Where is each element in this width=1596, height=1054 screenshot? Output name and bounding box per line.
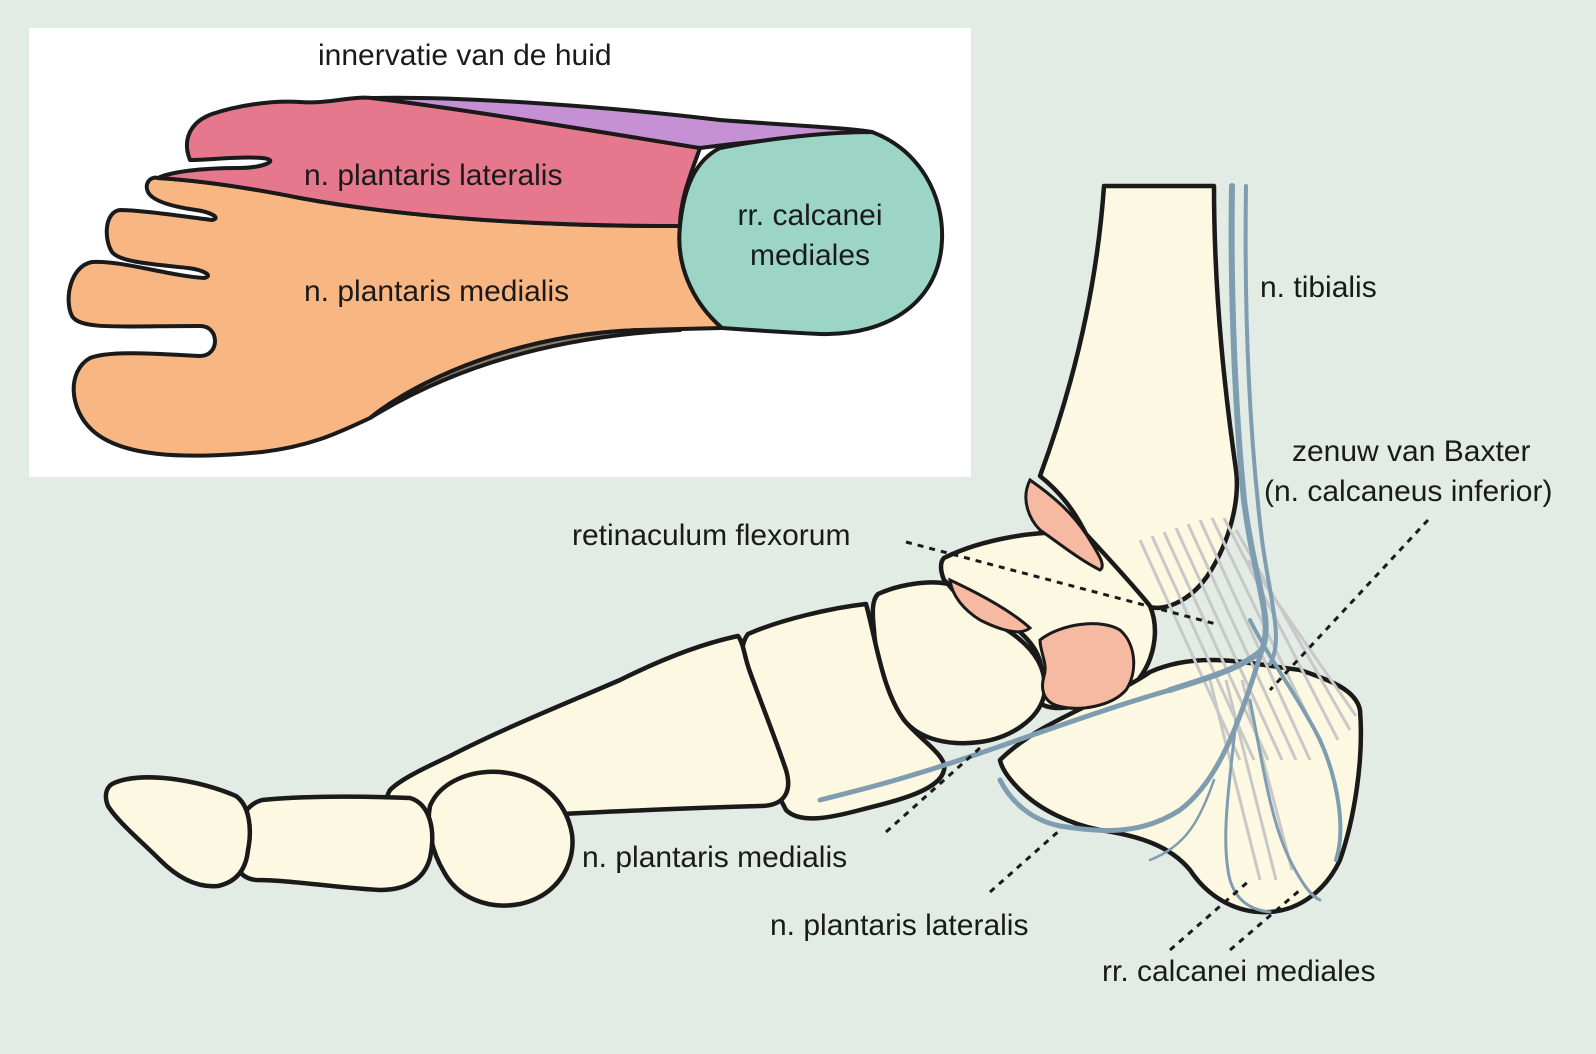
inset-label-plantaris-lateralis: n. plantaris lateralis: [304, 159, 563, 192]
region-saphenus-strip: [368, 328, 682, 420]
leader-calcanei-a: [1169, 878, 1251, 952]
baxter-nerve: [1248, 618, 1343, 862]
label-retinaculum: retinaculum flexorum: [572, 519, 851, 552]
subtalar-cartilage: [948, 577, 1033, 634]
proximal-phalanx-bone: [231, 794, 435, 893]
label-plantaris-medialis: n. plantaris medialis: [582, 841, 848, 874]
distal-phalanx-bone: [103, 775, 253, 889]
calcaneal-branch-b: [1224, 718, 1272, 914]
cartilage-surfaces: [948, 477, 1136, 710]
inset-label-plantaris-medialis: n. plantaris medialis: [304, 275, 570, 308]
label-plantaris-lateralis: n. plantaris lateralis: [770, 909, 1029, 942]
label-calcanei-mediales: rr. calcanei mediales: [1102, 955, 1376, 988]
leader-retinaculum: [905, 540, 1217, 626]
ankle-cartilage: [1024, 477, 1104, 572]
calcaneus-bone: [997, 657, 1364, 915]
tibial-nerve-second: [1243, 184, 1278, 666]
leader-plantaris-medialis: [885, 746, 981, 834]
leader-calcanei-b: [1229, 888, 1301, 952]
inset-label-calcanei-line2: mediales: [749, 239, 871, 272]
medial-plantar-nerve: [817, 687, 1173, 803]
calcaneal-branch-c: [1148, 778, 1216, 862]
tibial-nerve: [1167, 183, 1269, 693]
label-baxter-line1: zenuw van Baxter: [1292, 435, 1531, 468]
region-calcanei-mediales: [677, 130, 945, 337]
sole-map: [66, 95, 945, 458]
nerves: [817, 183, 1343, 914]
label-tibialis: n. tibialis: [1260, 271, 1377, 304]
metatarsal-head-bone: [426, 769, 575, 908]
leader-lines: [885, 518, 1430, 952]
label-baxter-line2: (n. calcaneus inferior): [1264, 475, 1553, 508]
talonavicular-cartilage: [1038, 622, 1136, 710]
leader-baxter: [1268, 518, 1430, 692]
inset-label-calcanei-line1: rr. calcanei: [737, 199, 883, 232]
leader-plantaris-lateralis: [989, 828, 1061, 894]
calcaneal-branch-a: [1248, 698, 1322, 902]
inset-title: innervatie van de huid: [318, 39, 612, 72]
lateral-plantar-nerve: [997, 647, 1265, 833]
